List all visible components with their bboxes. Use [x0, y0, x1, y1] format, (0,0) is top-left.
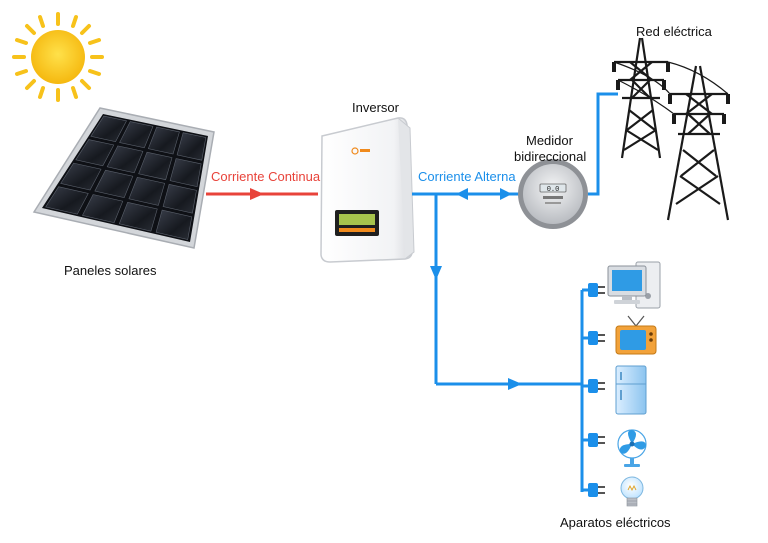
sun-icon — [12, 12, 104, 102]
solar-cell — [94, 169, 134, 199]
dc-connection-line — [206, 188, 318, 200]
meter-display: 0.0 — [547, 186, 560, 194]
solar-cell — [60, 162, 102, 191]
plug-icon — [582, 283, 605, 297]
inverter-icon — [320, 117, 415, 263]
solar-cell — [82, 194, 124, 224]
bulb-icon — [620, 476, 644, 507]
solar-cell — [147, 126, 180, 155]
solar-cell — [75, 139, 115, 167]
label-dc-current: Corriente Continua — [211, 169, 321, 184]
insulators — [612, 62, 730, 124]
label-appliances: Aparatos eléctricos — [560, 515, 671, 530]
solar-cell — [155, 209, 193, 240]
solar-cell — [128, 176, 166, 206]
solar-cell — [176, 132, 207, 161]
fridge-icon — [615, 365, 647, 415]
solar-cell — [118, 201, 158, 232]
label-grid: Red eléctrica — [636, 24, 712, 39]
power-tower-icon — [613, 37, 730, 221]
label-meter-line2: bidireccional — [514, 149, 587, 164]
meter-icon: 0.0 — [518, 159, 588, 229]
label-inverter: Inversor — [352, 100, 399, 115]
solar-cell — [169, 158, 202, 188]
plug-icon — [582, 379, 605, 393]
fan-icon — [617, 429, 647, 467]
solar-cell — [162, 183, 197, 214]
label-meter-line1: Medidor — [526, 133, 573, 148]
solar-cell — [138, 151, 173, 181]
solar-cell — [119, 121, 154, 149]
plug-icon — [582, 331, 605, 345]
ac-arrows — [430, 188, 522, 390]
plug-icon — [582, 483, 605, 497]
label-panels: Paneles solares — [64, 263, 157, 278]
solar-cell — [90, 115, 127, 142]
solar-panel-icon — [32, 107, 215, 249]
solar-cell — [45, 186, 89, 215]
label-ac-current: Corriente Alterna — [418, 169, 516, 184]
plug-icon — [582, 433, 605, 447]
solar-cell — [106, 145, 144, 174]
tv-icon — [615, 315, 657, 355]
computer-icon — [607, 261, 661, 309]
